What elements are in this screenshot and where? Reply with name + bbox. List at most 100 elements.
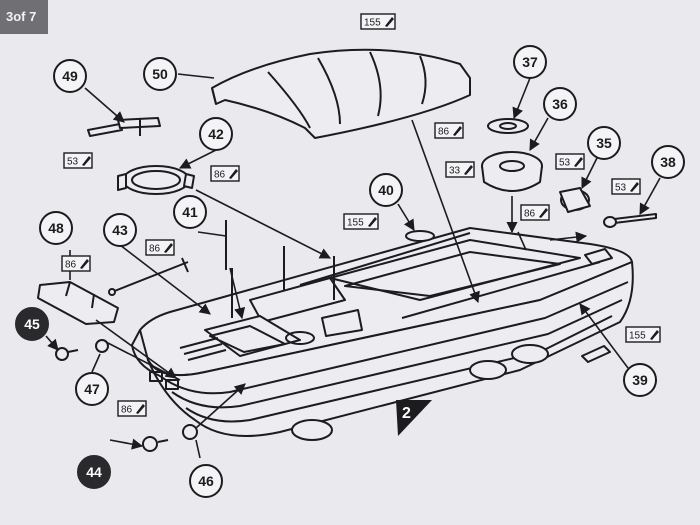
callout-number: 48 xyxy=(48,220,64,236)
paint-code: 86 xyxy=(65,260,77,271)
paint-code: 53 xyxy=(615,183,627,194)
callout-48: 48 xyxy=(39,211,73,245)
callout-number: 35 xyxy=(596,135,612,151)
paint-code: 86 xyxy=(524,209,536,220)
canopy-part xyxy=(211,48,471,139)
callout-40: 40 xyxy=(369,173,403,207)
paint-tag-86: 86 xyxy=(145,239,175,256)
paint-code: 53 xyxy=(67,157,79,168)
paint-code: 86 xyxy=(149,244,161,255)
small-parts xyxy=(37,117,657,452)
callout-circle xyxy=(103,213,137,247)
callout-number: 37 xyxy=(522,54,538,70)
paint-code: 155 xyxy=(364,18,381,29)
callout-circle xyxy=(173,195,207,229)
callout-number: 49 xyxy=(62,68,78,84)
callout-50: 50 xyxy=(143,57,177,91)
callouts-group: 49 50 42 37 36 35 38 40 41 43 48 45 47 44 46 39 xyxy=(15,45,685,498)
callout-circle xyxy=(587,126,621,160)
paint-brush-icon xyxy=(136,404,145,414)
paint-tag-53: 53 xyxy=(63,152,93,169)
callout-number: 38 xyxy=(660,154,676,170)
paint-brush-icon xyxy=(385,17,394,27)
paint-brush-icon xyxy=(630,182,639,192)
callout-circle xyxy=(53,59,87,93)
paint-tag-86: 86 xyxy=(210,165,240,182)
paint-brush-icon xyxy=(574,157,583,167)
callout-43: 43 xyxy=(103,213,137,247)
callout-circle xyxy=(513,45,547,79)
paint-tag-86: 86 xyxy=(520,204,550,221)
callout-44: 44 xyxy=(77,455,111,489)
paint-tag-53: 53 xyxy=(611,178,641,195)
paint-brush-icon xyxy=(650,330,659,340)
callout-circle xyxy=(39,211,73,245)
step-number: 2 xyxy=(402,405,411,422)
callout-number: 45 xyxy=(24,316,40,332)
callout-circle xyxy=(623,363,657,397)
callout-36: 36 xyxy=(543,87,577,121)
callout-circle xyxy=(189,464,223,498)
paint-code: 86 xyxy=(438,127,450,138)
callout-number: 41 xyxy=(182,204,198,220)
paint-tag-33: 33 xyxy=(445,161,475,178)
paint-code: 86 xyxy=(214,170,226,181)
paint-tags-group: 155 53 86 86 33 53 53 86 155 86 86 86 155 xyxy=(61,13,661,417)
paint-tag-155: 155 xyxy=(343,213,379,230)
callout-number: 36 xyxy=(552,96,568,112)
paint-code: 155 xyxy=(629,331,646,342)
page-corner-tab: 3of 7 xyxy=(0,0,48,34)
paint-brush-icon xyxy=(368,217,377,227)
paint-tag-53: 53 xyxy=(555,153,585,170)
callout-41: 41 xyxy=(173,195,207,229)
paint-tag-155: 155 xyxy=(360,13,396,30)
paint-code: 86 xyxy=(121,405,133,416)
callout-number: 40 xyxy=(378,182,394,198)
callout-42: 42 xyxy=(199,117,233,151)
callout-number: 50 xyxy=(152,66,168,82)
callout-37: 37 xyxy=(513,45,547,79)
paint-code: 155 xyxy=(347,218,364,229)
callout-circle xyxy=(369,173,403,207)
callout-39: 39 xyxy=(623,363,657,397)
callout-49: 49 xyxy=(53,59,87,93)
callout-circle xyxy=(543,87,577,121)
callout-number: 43 xyxy=(112,222,128,238)
leader-lines xyxy=(45,73,661,459)
callout-circle xyxy=(651,145,685,179)
paint-code: 33 xyxy=(449,166,461,177)
paint-brush-icon xyxy=(453,126,462,136)
callout-45: 45 xyxy=(15,307,49,341)
callout-35: 35 xyxy=(587,126,621,160)
paint-tag-155: 155 xyxy=(625,326,661,343)
callout-circle xyxy=(77,455,111,489)
callout-number: 39 xyxy=(632,372,648,388)
callout-number: 47 xyxy=(84,381,100,397)
paint-brush-icon xyxy=(164,243,173,253)
callout-number: 42 xyxy=(208,126,224,142)
paint-brush-icon xyxy=(80,259,89,269)
callout-number: 46 xyxy=(198,473,214,489)
step-flag: 2 xyxy=(396,400,432,436)
paint-tag-86: 86 xyxy=(117,400,147,417)
callout-47: 47 xyxy=(75,372,109,406)
callout-circle xyxy=(143,57,177,91)
callout-46: 46 xyxy=(189,464,223,498)
paint-brush-icon xyxy=(539,208,548,218)
paint-tag-86: 86 xyxy=(61,255,91,272)
paint-brush-icon xyxy=(82,156,91,166)
paint-brush-icon xyxy=(229,169,238,179)
amphibious-hull xyxy=(131,227,634,437)
hull-wheels xyxy=(291,344,549,441)
callout-circle xyxy=(199,117,233,151)
callout-circle xyxy=(75,372,109,406)
paint-tag-86: 86 xyxy=(434,122,464,139)
callout-number: 44 xyxy=(86,464,102,480)
paint-brush-icon xyxy=(464,165,473,175)
paint-code: 53 xyxy=(559,158,571,169)
page-corner-label: 3of 7 xyxy=(6,9,37,24)
callout-38: 38 xyxy=(651,145,685,179)
callout-circle xyxy=(15,307,49,341)
